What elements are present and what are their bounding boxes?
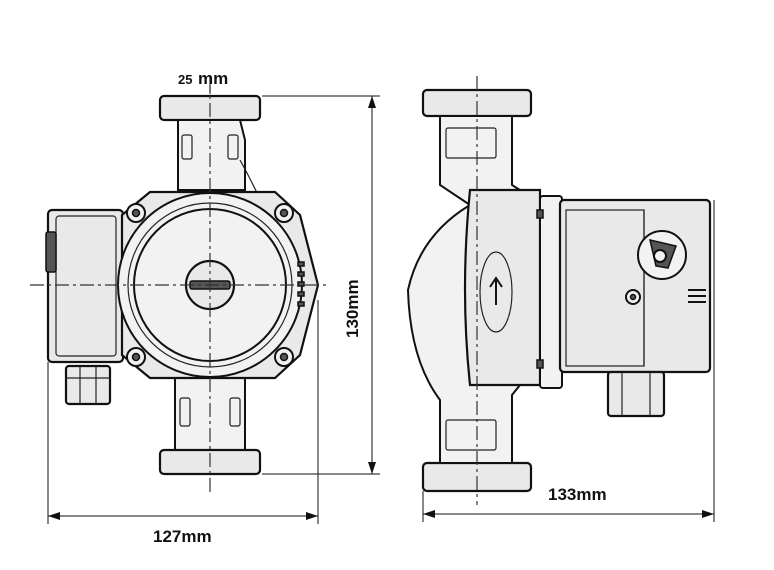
side-motor-ring — [539, 195, 563, 389]
dim-label-25-number: 25 — [178, 72, 192, 87]
dim-label-127mm: 127mm — [153, 527, 212, 546]
side-volute — [463, 188, 542, 387]
dim-label-133mm: 133mm — [548, 485, 607, 504]
front-view — [30, 78, 330, 492]
front-cooling-ribs — [297, 261, 305, 307]
front-cable-gland — [64, 364, 112, 406]
front-terminal-box — [46, 208, 125, 364]
dim-label-25-unit: mm — [198, 69, 228, 88]
flow-direction-arrow — [489, 276, 503, 305]
front-top-neck — [177, 119, 246, 191]
front-screw-bottom-right — [274, 347, 294, 367]
speed-selector-icon — [637, 230, 687, 280]
side-motor-housing — [558, 198, 712, 374]
side-cable-gland — [606, 370, 666, 418]
front-screw-top-left — [126, 203, 146, 223]
front-screw-top-right — [274, 203, 294, 223]
side-view — [406, 76, 712, 505]
side-indicator-lines — [688, 289, 706, 303]
dim-label-130mm: 130mm — [343, 279, 362, 338]
front-screw-bottom-left — [126, 347, 146, 367]
dimension-lines — [47, 86, 715, 524]
